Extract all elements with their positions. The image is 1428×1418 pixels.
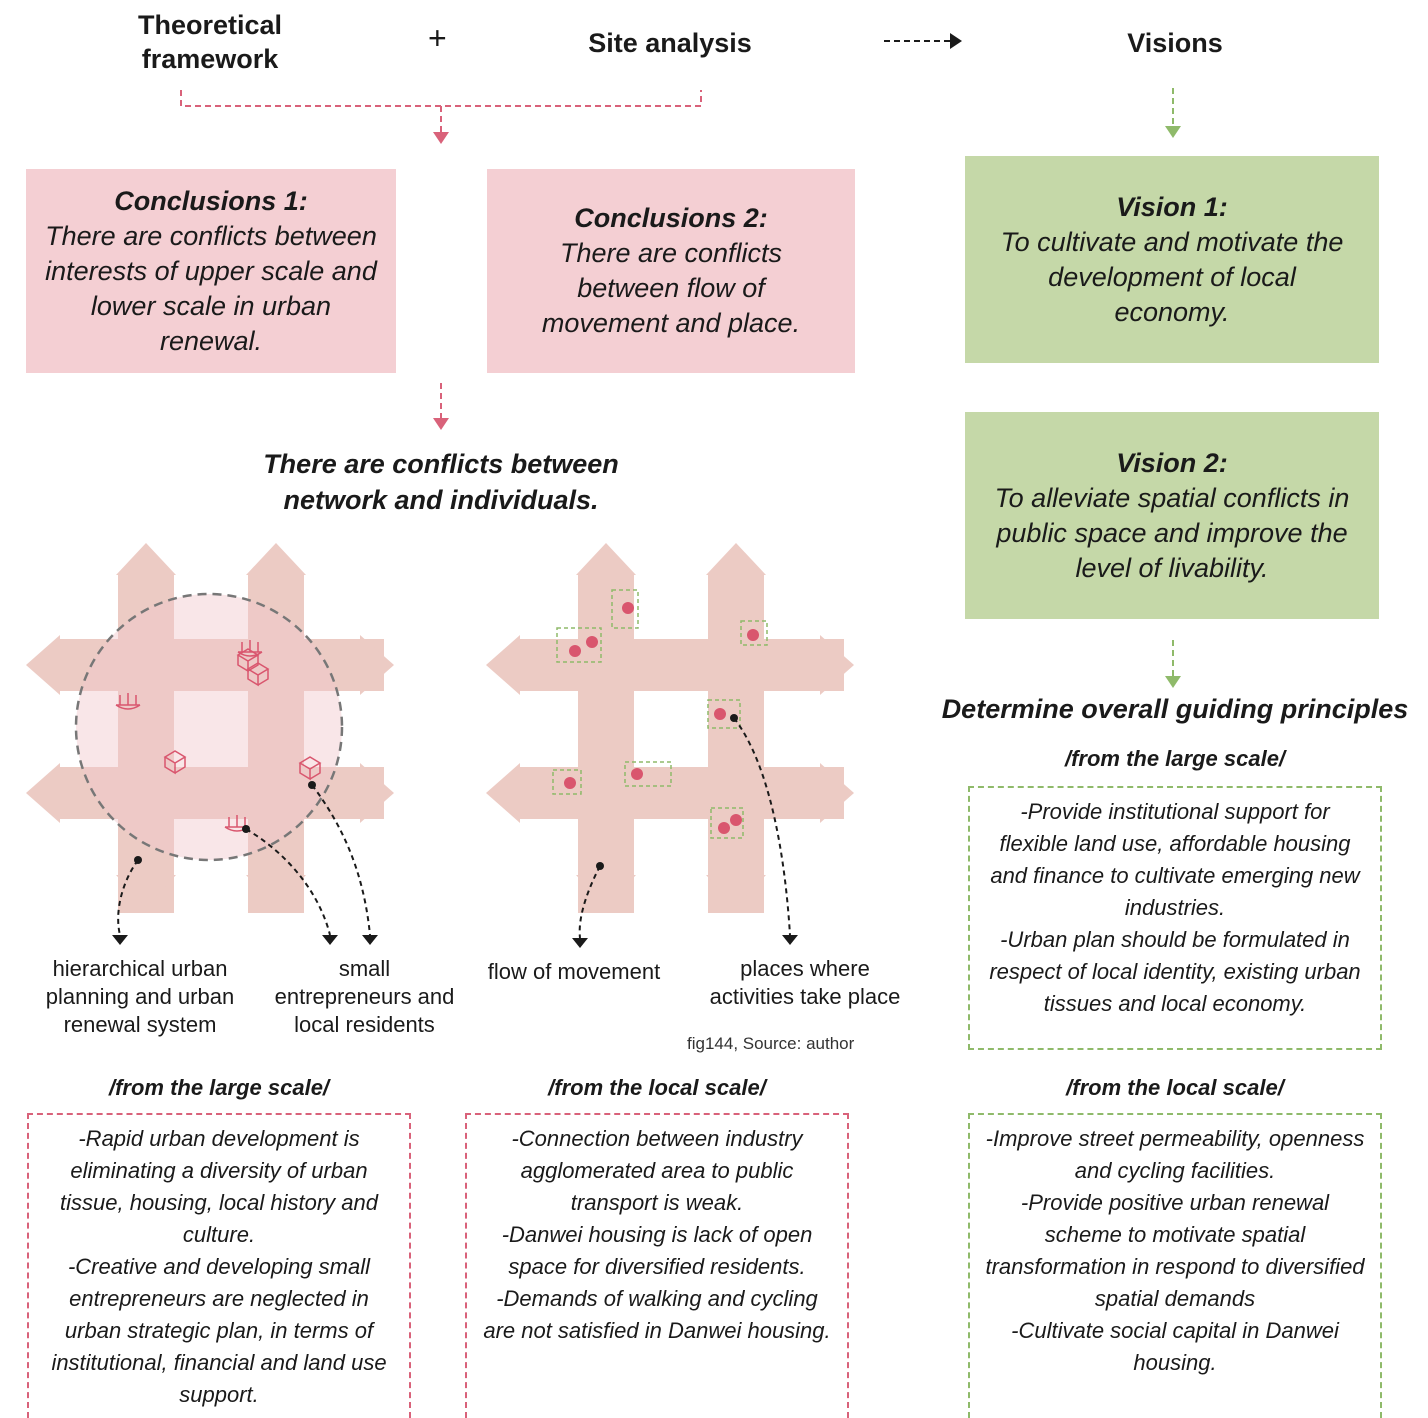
plus-sign: + [428, 20, 447, 56]
conclusion-2-text: There are conflicts between flow of move… [541, 238, 801, 338]
principles-large-box: -Provide institutional support for flexi… [968, 786, 1382, 1050]
conclusion-2-box: Conclusions 2: There are conflicts betwe… [487, 169, 855, 373]
label-places: places where activities take place [709, 956, 901, 1009]
vision-2-text: To alleviate spatial conflicts in public… [994, 482, 1350, 583]
conclusion-1-title: Conclusions 1: [114, 185, 308, 216]
theoretical-framework-label: Theoretical framework [137, 10, 283, 74]
visions-label: Visions [1127, 28, 1223, 58]
problems-local-box: -Connection between industry agglomerate… [465, 1113, 849, 1418]
figure-caption: fig144, Source: author [687, 1034, 855, 1053]
label-small-entrepreneurs: small entrepreneurs and local residents [274, 956, 455, 1037]
conclusion-1-box: Conclusions 1: There are conflicts betwe… [26, 169, 396, 373]
network-diagram-left [26, 543, 394, 945]
network-conflict-text: There are conflicts between network and … [263, 449, 619, 515]
label-hierarchical: hierarchical urban planning and urban re… [45, 956, 235, 1037]
scale-local-mid: /from the local scale/ [548, 1075, 766, 1100]
vision-1-title: Vision 1: [1116, 191, 1228, 222]
scale-local-right: /from the local scale/ [1066, 1075, 1284, 1100]
vision-1-box: Vision 1: To cultivate and motivate the … [965, 156, 1379, 363]
scale-large-left: /from the large scale/ [108, 1075, 330, 1100]
connector-lines [180, 33, 1181, 688]
guiding-principles-title: Determine overall guiding principles [941, 694, 1409, 724]
network-diagram-right [486, 543, 854, 948]
scale-large-right: /from the large scale/ [1064, 746, 1286, 771]
vision-1-text: To cultivate and motivate the developmen… [1000, 226, 1344, 327]
site-analysis-label: Site analysis [588, 28, 752, 58]
vision-2-title: Vision 2: [1116, 447, 1228, 478]
problems-large-box: -Rapid urban development is eliminating … [27, 1113, 411, 1418]
vision-2-box: Vision 2: To alleviate spatial conflicts… [965, 412, 1379, 619]
conclusion-2-title: Conclusions 2: [574, 203, 768, 233]
conclusion-1-text: There are conflicts between interests of… [45, 220, 377, 356]
label-flow: flow of movement [487, 959, 661, 984]
principles-local-box: -Improve street permeability, openness a… [968, 1113, 1382, 1418]
